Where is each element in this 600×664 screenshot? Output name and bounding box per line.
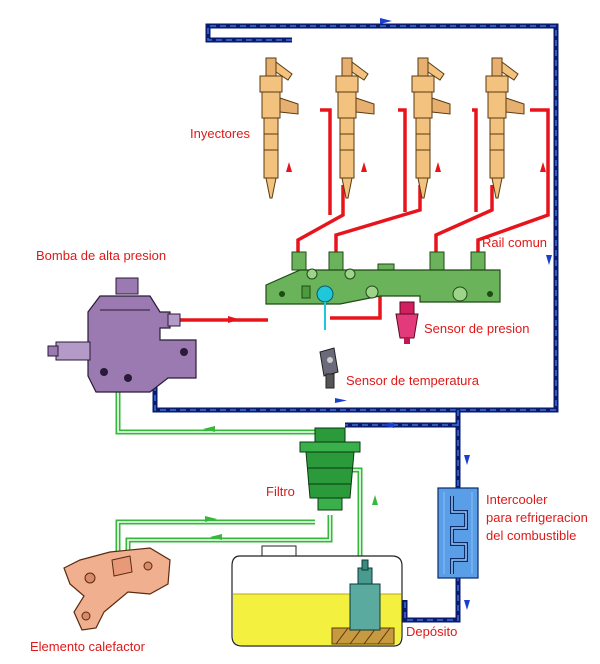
injector-3 [411, 57, 451, 199]
high-pressure-lines [175, 108, 550, 322]
arrow-icon [203, 426, 215, 432]
arrow-icon [228, 316, 240, 323]
injector-1 [259, 57, 299, 199]
arrow-icon [382, 422, 394, 428]
label-intercooler-line-1: Intercooler [486, 492, 548, 507]
label-heater: Elemento calefactor [30, 639, 146, 654]
feed-line [115, 385, 363, 580]
temperature-sensor [319, 347, 339, 389]
arrow-icon [546, 255, 552, 265]
high-pressure-pump [47, 277, 197, 393]
feed-flow-arrows [203, 426, 378, 540]
label-pump: Bomba de alta presion [36, 248, 166, 263]
arrow-icon [210, 534, 222, 540]
arrow-icon [286, 162, 292, 172]
arrow-icon [372, 495, 378, 505]
common-rail [265, 251, 501, 330]
label-injectors: Inyectores [190, 126, 250, 141]
return-flow-arrows [335, 18, 552, 610]
arrow-icon [380, 18, 392, 24]
arrow-icon [205, 516, 217, 522]
high-pressure-arrows [228, 162, 546, 323]
label-filter: Filtro [266, 484, 295, 499]
injector-4 [485, 57, 525, 199]
return-line [152, 23, 559, 623]
heater-element [63, 547, 171, 631]
intercooler [437, 487, 479, 579]
injectors [259, 57, 525, 199]
fuel-filter [299, 427, 361, 511]
arrow-icon [540, 162, 546, 172]
label-intercooler-line-3: del combustible [486, 528, 576, 543]
injector-2 [335, 57, 375, 199]
arrow-icon [335, 398, 347, 403]
arrow-icon [361, 162, 367, 172]
fuel-tank [231, 545, 403, 647]
arrow-icon [464, 455, 470, 465]
pressure-sensor [395, 301, 419, 344]
arrow-icon [435, 162, 441, 172]
label-tank: Depósito [406, 624, 457, 639]
label-temperature-sensor: Sensor de temperatura [346, 373, 480, 388]
labels: Inyectores Rail comun Bomba de alta pres… [30, 126, 588, 654]
label-intercooler-line-2: para refrigeracion [486, 510, 588, 525]
label-pressure-sensor: Sensor de presion [424, 321, 530, 336]
arrow-icon [464, 600, 470, 610]
label-rail: Rail comun [482, 235, 547, 250]
